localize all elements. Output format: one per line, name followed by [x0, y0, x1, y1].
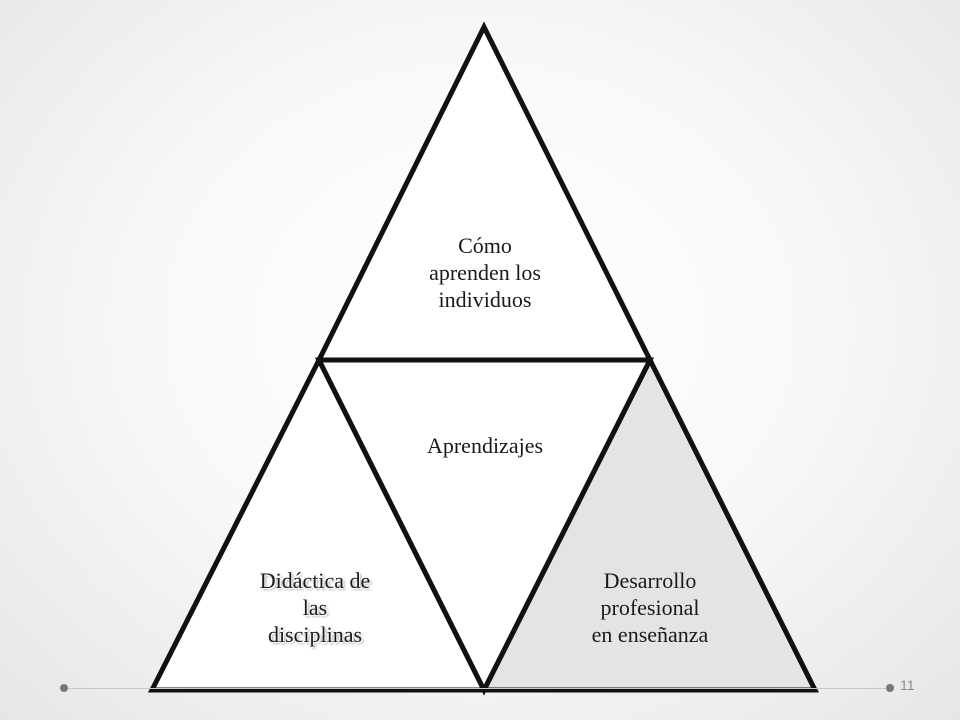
- footer-dot-left: [60, 684, 68, 692]
- center-triangle-label: Aprendizajes: [385, 432, 585, 459]
- left-label-line: las: [302, 595, 328, 620]
- right-label-line: profesional: [600, 595, 700, 620]
- left-label-line: Didáctica de: [259, 568, 371, 593]
- top-label-line: individuos: [438, 287, 532, 312]
- right-label-line: Desarrollo: [603, 568, 697, 593]
- left-label-line: disciplinas: [267, 622, 363, 647]
- top-triangle-label: Cómo aprenden los individuos: [385, 232, 585, 313]
- footer-divider: [64, 688, 890, 689]
- page-number: 11: [900, 677, 915, 693]
- right-triangle-label: Desarrollo profesional en enseñanza: [550, 567, 750, 648]
- center-label-line: Aprendizajes: [426, 433, 544, 458]
- top-label-line: aprenden los: [429, 260, 541, 285]
- top-label-line: Cómo: [458, 233, 512, 258]
- center-triangle: [314, 357, 655, 696]
- footer-dot-right: [886, 684, 894, 692]
- left-triangle-label: Didáctica de las disciplinas: [215, 567, 415, 648]
- right-label-line: en enseñanza: [591, 622, 709, 647]
